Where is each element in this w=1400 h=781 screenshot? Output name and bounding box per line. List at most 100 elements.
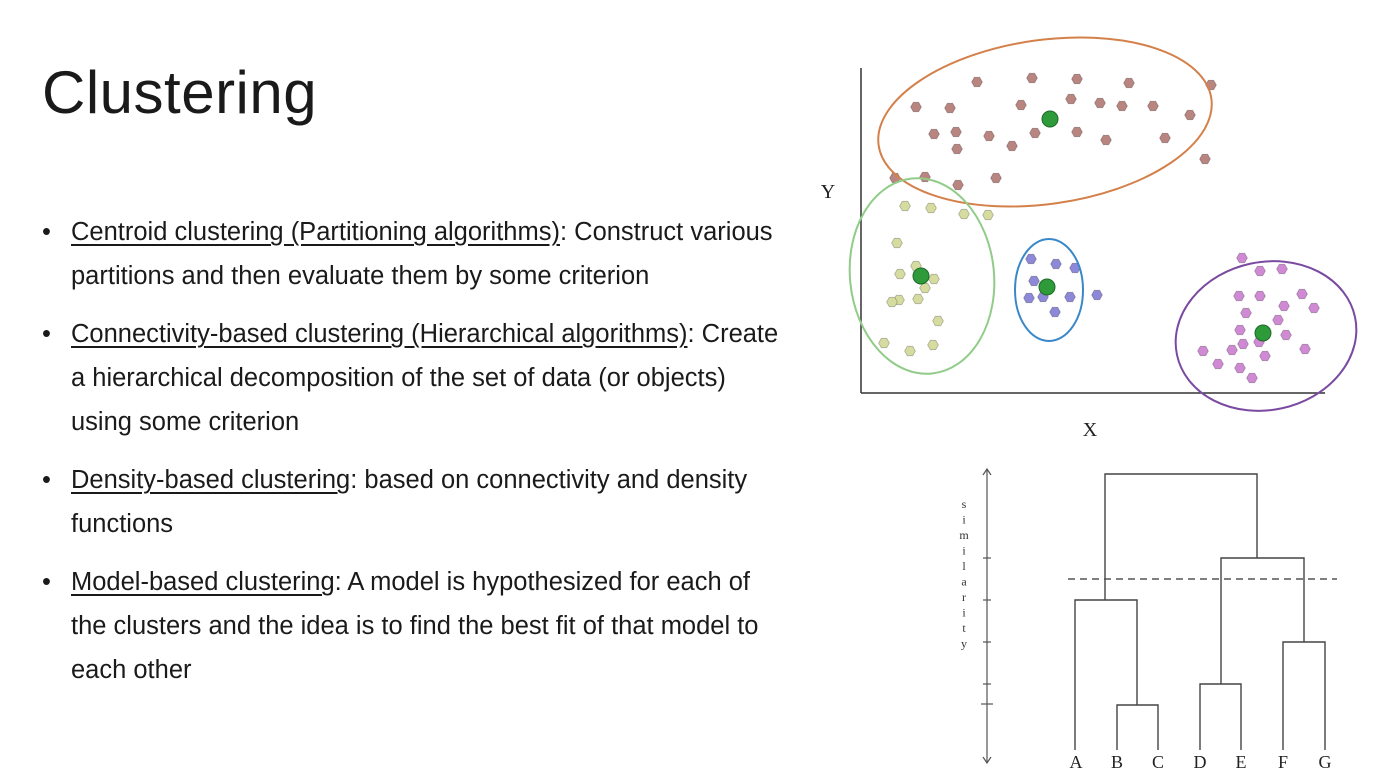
purple-cluster-point: [1276, 263, 1288, 275]
purple-cluster-ring: [1174, 260, 1358, 412]
purple-cluster-point: [1272, 314, 1284, 326]
purple-cluster-point: [1278, 300, 1290, 312]
olive-cluster-point: [932, 315, 944, 327]
leaf-label: A: [1070, 752, 1083, 772]
similarity-label-letter: i: [962, 544, 966, 558]
purple-cluster-point: [1233, 290, 1245, 302]
purple-cluster-point: [1197, 345, 1209, 357]
bullet-term: Centroid clustering (Partitioning algori…: [71, 218, 560, 246]
similarity-label-letter: r: [962, 590, 966, 604]
leaf-label: G: [1319, 752, 1332, 772]
scatter-points: [878, 72, 1320, 384]
olive-cluster-point: [927, 339, 939, 351]
blue-cluster-point: [1025, 253, 1037, 265]
similarity-axis-arrow-top: [982, 467, 992, 476]
brown-cluster-point: [1123, 77, 1135, 89]
bullet-item: • Density-based clustering: based on con…: [40, 458, 780, 546]
similarity-label-letter: i: [962, 606, 966, 620]
merge-B-C: [1116, 704, 1159, 750]
brown-cluster-point: [983, 130, 995, 142]
bullet-dot: •: [42, 218, 51, 246]
olive-cluster-point: [925, 202, 937, 214]
blue-cluster-point: [1049, 306, 1061, 318]
brown-cluster-point: [944, 102, 956, 114]
olive-cluster-point: [958, 208, 970, 220]
bullet-separator: :: [559, 218, 568, 246]
purple-cluster-point: [1259, 350, 1271, 362]
purple-cluster-point: [1254, 290, 1266, 302]
brown-cluster-point: [1015, 99, 1027, 111]
blue-cluster-point: [1023, 292, 1035, 304]
bullet-term: Model-based clustering: [71, 568, 335, 596]
brown-cluster-point: [1159, 132, 1171, 144]
purple-cluster-point: [1237, 338, 1249, 350]
brown-cluster-point: [1094, 97, 1106, 109]
merge-A-BC: [1074, 599, 1138, 750]
leaf-label: E: [1236, 752, 1247, 772]
olive-cluster-point: [919, 282, 931, 294]
bullet-term: Density-based clustering: [71, 466, 351, 494]
cluster-centroid: [1254, 324, 1272, 342]
purple-cluster-point: [1234, 362, 1246, 374]
green-cluster-ring: [848, 177, 996, 375]
brown-cluster-point: [910, 101, 922, 113]
olive-cluster-point: [878, 337, 890, 349]
olive-cluster-point: [891, 237, 903, 249]
brown-cluster-point: [952, 179, 964, 191]
leaf-label: B: [1111, 752, 1123, 772]
purple-cluster-point: [1299, 343, 1311, 355]
olive-cluster-point: [912, 293, 924, 305]
olive-cluster-point: [899, 200, 911, 212]
brown-cluster-point: [1006, 140, 1018, 152]
leaf-label: F: [1278, 752, 1288, 772]
bullet-text: A model is hypothesized for each of the …: [71, 568, 759, 684]
brown-cluster-point: [950, 126, 962, 138]
bullet-item: • Connectivity-based clustering (Hierarc…: [40, 312, 780, 444]
brown-cluster-point: [971, 76, 983, 88]
similarity-label-letter: a: [961, 575, 967, 589]
bullet-dot: •: [42, 568, 51, 596]
y-axis-label: Y: [821, 181, 835, 203]
bullet-text: based on connectivity and density functi…: [71, 466, 748, 538]
merge-D-E: [1199, 683, 1242, 750]
brown-cluster-point: [990, 172, 1002, 184]
bullet-dot: •: [42, 320, 51, 348]
similarity-label-letter: y: [961, 637, 967, 651]
leaf-label: D: [1194, 752, 1207, 772]
brown-cluster-point: [1100, 134, 1112, 146]
merge-root: [1104, 473, 1258, 600]
similarity-label-letter: s: [962, 497, 967, 511]
brown-cluster-point: [1199, 153, 1211, 165]
olive-cluster-point: [886, 296, 898, 308]
bullet-list: • Centroid clustering (Partitioning algo…: [40, 210, 780, 706]
brown-cluster-point: [1071, 73, 1083, 85]
purple-cluster-point: [1254, 265, 1266, 277]
similarity-label-letter: t: [962, 621, 966, 635]
x-axis-label: X: [1083, 419, 1098, 441]
cluster-centroid: [1041, 110, 1059, 128]
merge-F-G: [1282, 641, 1326, 750]
similarity-label-letter: l: [962, 559, 966, 573]
dendrogram-tree: [1074, 473, 1326, 750]
bullet-separator: :: [350, 466, 358, 494]
purple-cluster-point: [1212, 358, 1224, 370]
blue-cluster-point: [1064, 291, 1076, 303]
merge-DE-FG: [1220, 557, 1305, 684]
bullet-text: Create a hierarchical decomposition of t…: [71, 320, 779, 436]
brown-cluster-point: [928, 128, 940, 140]
purple-cluster-point: [1240, 307, 1252, 319]
leaf-label: C: [1152, 752, 1164, 772]
cluster-centroid: [912, 267, 930, 285]
purple-cluster-point: [1308, 302, 1320, 314]
slide-title: Clustering: [42, 59, 318, 126]
brown-cluster-ring: [877, 36, 1213, 208]
bullet-item: • Model-based clustering: A model is hyp…: [40, 560, 780, 692]
brown-cluster-point: [1184, 109, 1196, 121]
purple-cluster-point: [1280, 329, 1292, 341]
blue-cluster-ring: [1014, 238, 1084, 342]
bullet-term: Connectivity-based clustering (Hierarchi…: [71, 320, 688, 348]
brown-cluster-point: [1026, 72, 1038, 84]
purple-cluster-point: [1236, 252, 1248, 264]
